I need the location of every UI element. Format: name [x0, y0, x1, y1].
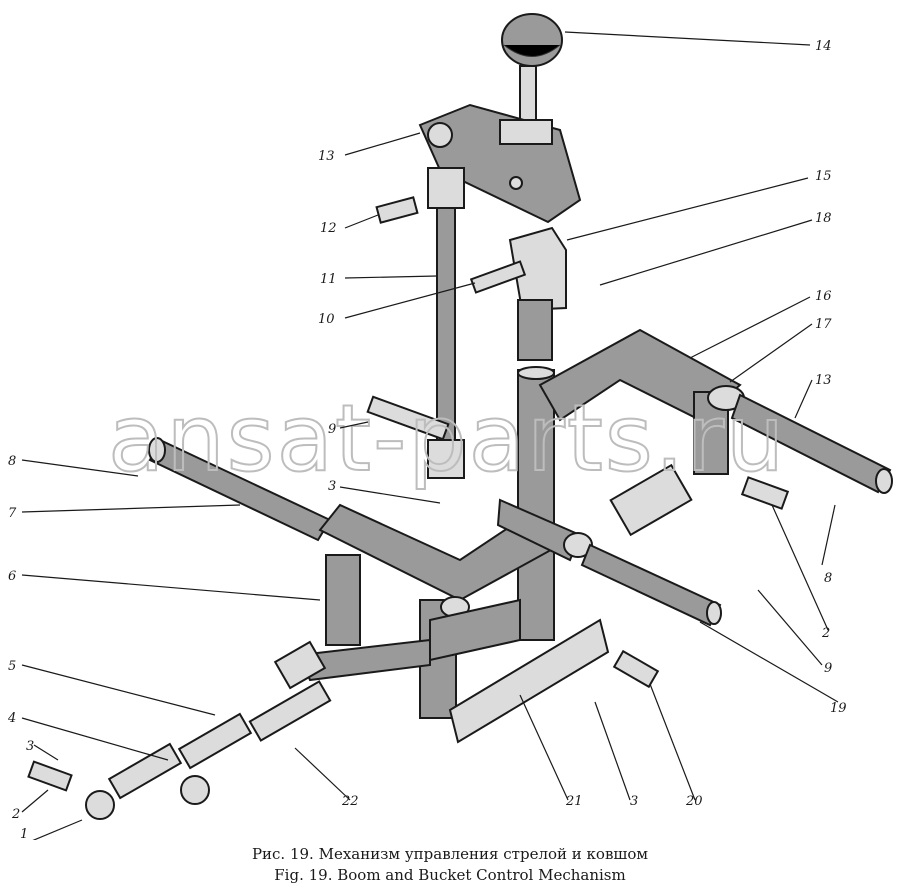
plate-21: [448, 618, 610, 744]
callout-labels: 14 13 15 12 18 11 10 16 17 13 9 8 3 7 8 …: [7, 39, 847, 840]
callout-14: 14: [815, 39, 832, 54]
callout-9-upper: 9: [328, 422, 336, 437]
cross-tube: [496, 498, 722, 627]
callout-16: 16: [815, 289, 832, 304]
pins-upper: [366, 196, 527, 441]
callout-8-right: 8: [824, 571, 832, 586]
callout-6: 6: [8, 569, 16, 584]
callout-3-mid: 3: [328, 479, 336, 494]
callout-9-right: 9: [824, 661, 832, 676]
link-rod-11: [427, 167, 465, 479]
caption-english: Fig. 19. Boom and Bucket Control Mechani…: [274, 866, 626, 884]
callout-15: 15: [815, 169, 832, 184]
callout-21: 21: [565, 794, 583, 809]
shaft-left: [148, 437, 332, 542]
callout-2-left: 2: [11, 807, 20, 822]
watermark-text: ansat-parts.ru: [108, 385, 786, 492]
callout-3-left: 3: [26, 739, 34, 754]
callout-1: 1: [20, 827, 28, 840]
callout-8-left: 8: [8, 454, 16, 469]
pin-20: [612, 649, 660, 689]
callout-3-bottom: 3: [630, 794, 638, 809]
mechanism-drawing: ansat-parts.ru: [7, 13, 893, 840]
callout-13-top: 13: [318, 149, 335, 164]
callout-22: 22: [341, 794, 359, 809]
callout-19: 19: [830, 701, 847, 716]
callout-18: 18: [815, 211, 832, 226]
callout-13-right: 13: [815, 373, 832, 388]
callout-7: 7: [8, 506, 17, 521]
callout-5: 5: [8, 659, 16, 674]
shaft-right: [730, 393, 893, 494]
callout-12: 12: [320, 221, 337, 236]
callout-17: 17: [815, 317, 832, 332]
lever-shaft: [508, 226, 567, 641]
frame-right: [538, 328, 745, 475]
rod-assembly: [27, 463, 790, 820]
leader-lines: [21, 31, 839, 840]
caption-russian: Рис. 19. Механизм управления стрелой и к…: [251, 845, 649, 863]
control-knob: [501, 13, 563, 127]
callout-10: 10: [318, 312, 335, 327]
callout-2-right: 2: [821, 626, 830, 641]
callout-20: 20: [685, 794, 703, 809]
callout-11: 11: [320, 272, 337, 287]
callout-4: 4: [7, 711, 16, 726]
